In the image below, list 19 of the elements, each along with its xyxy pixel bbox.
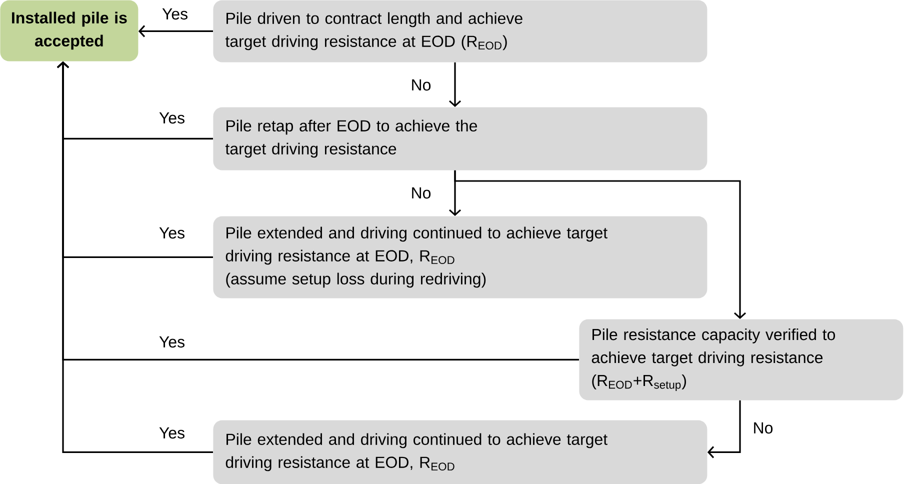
- edge-label: Yes: [158, 111, 186, 125]
- process-box: Pile resistance capacity verified to achieve target driving resistance (R$_{EOD}$+R$_{setup}$): [579, 319, 904, 400]
- arrow: [707, 400, 741, 458]
- process-box: Pile retap after EOD to achieve the target driving resistance: [213, 107, 708, 170]
- arrow: [138, 25, 213, 38]
- result-box: Installed pile is accepted: [0, 0, 138, 62]
- edge-label: Yes: [160, 7, 190, 21]
- edge-label: Yes: [158, 335, 186, 349]
- edge-label: Yes: [158, 226, 186, 240]
- process-box: Pile extended and driving continued to achieve target driving resistance at EOD, R$_{EOD}$: [213, 420, 708, 484]
- arrow: [448, 62, 462, 107]
- arrow: [454, 170, 746, 319]
- edge-label: No: [752, 421, 774, 435]
- arrow: [56, 61, 213, 453]
- edge-label: No: [410, 186, 432, 200]
- edge-label: Yes: [158, 426, 186, 440]
- edge-label: No: [410, 78, 432, 92]
- process-box: Pile extended and driving continued to achieve target driving resistance at EOD, R$_{EOD}$ (assume setup loss during redriving): [213, 216, 708, 298]
- process-box: Pile driven to contract length and achieve target driving resistance at EOD (R$_{EOD}$): [213, 0, 708, 62]
